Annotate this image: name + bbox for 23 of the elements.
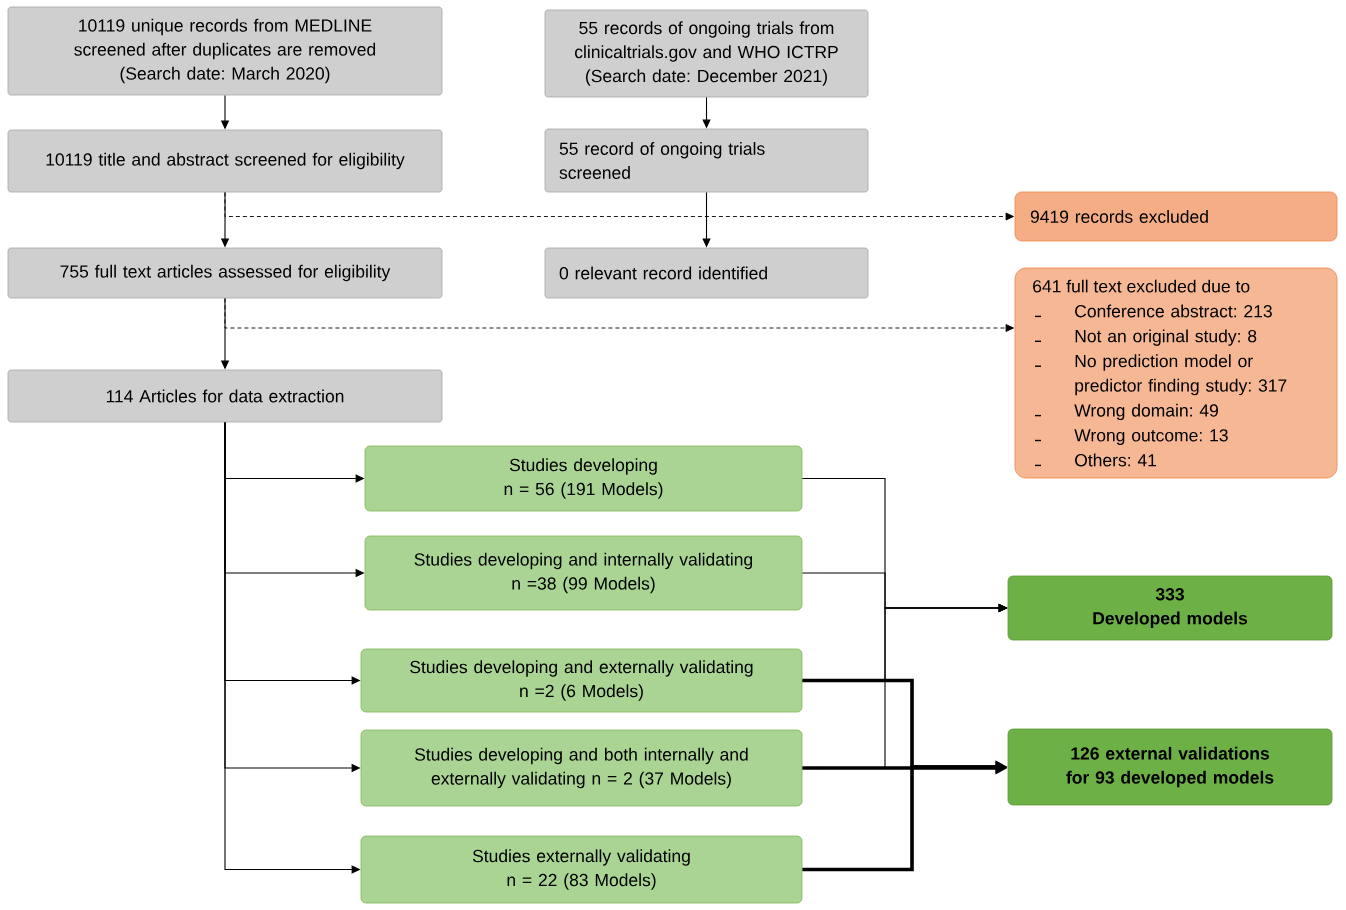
process-box: 10119 title and abstract screened for eligibility [7,129,443,193]
study-box: Studies developing and externally validating n =2 (6 Models) [360,648,803,713]
result-box: 126 external validations for 93 developed models [1007,728,1333,806]
study-box: Studies developing and internally validating n =38 (99 Models) [364,535,803,611]
study-box: Studies developing n = 56 (191 Models) [364,445,803,512]
study-box: Studies developing and both internally and externally validating n = 2 (37 Models) [360,729,803,807]
list-item: No prediction model or predictor finding study: 317 [1075,354,1287,396]
exclusion-box: 9419 records excluded [1014,191,1338,242]
process-box: 755 full text articles assessed for eligibility [7,247,443,299]
process-box: 55 records of ongoing trials from clinicaltrials.gov and WHO ICTRP (Search date: December 2021) [544,9,869,98]
exclusion-box [1014,267,1338,479]
list-item: Conference abstract: 213 [1075,304,1272,318]
process-box: 114 Articles for data extraction [7,369,443,423]
process-box: 10119 unique records from MEDLINE screened after duplicates are removed (Search date: March 2020) [7,6,443,96]
list-item: Wrong domain: 49 [1074,403,1218,421]
list-item: Wrong outcome: 13 [1074,429,1228,445]
list-heading: 641 full text excluded due to [1033,279,1250,293]
list-item: Not an original study: 8 [1075,329,1257,346]
study-box: Studies externally validating n = 22 (83 Models) [360,835,803,904]
list-item: Others: 41 [1075,453,1157,467]
process-box: 55 record of ongoing trials screened [544,128,869,193]
process-box: 0 relevant record identified [544,247,869,299]
result-box: 333 Developed models [1007,575,1333,641]
